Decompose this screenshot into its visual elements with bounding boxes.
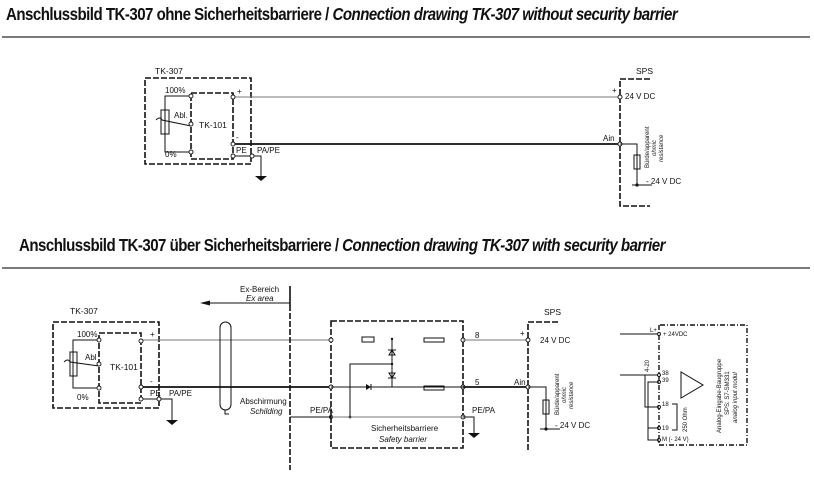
s1-minus-label: - [236, 133, 239, 142]
safety-barrier-housing [330, 320, 464, 449]
s1-sps-label: SPS [636, 66, 653, 76]
s1-pot-wiring [164, 95, 191, 153]
s2-burden-resistor [542, 399, 550, 415]
s2-pct-low: 0% [77, 393, 89, 402]
pin-m: M (- 24 V) [662, 437, 689, 443]
module-desc-2: SPS: S7-SM331 [725, 371, 731, 415]
s2-sps-plus: + [520, 329, 525, 338]
shield-label-de: Abschirmung [240, 397, 287, 406]
barrier-terminal-5: 5 [475, 378, 480, 387]
section1-title: Anschlussbild TK-307 ohne Sicherheitsbar… [6, 4, 678, 25]
s2-module-label: TK-101 [110, 362, 138, 372]
barrier-resistor-lower [423, 385, 445, 391]
s2-tk307-housing [52, 321, 160, 409]
barrier-diode-icon [366, 384, 371, 390]
pin-38a: 38 [662, 371, 669, 377]
s1-pe-wire [233, 155, 262, 176]
s1-sps-plus: + [612, 86, 617, 95]
pin-18: 18 [662, 402, 669, 408]
s1-burden-1: Bürde/apparent [645, 126, 651, 168]
s1-pot-wiper [155, 117, 192, 127]
s2-ain-label: Ain [514, 378, 526, 387]
s2-v-minus: - 24 V DC [555, 421, 590, 430]
wire-label: 4-20 [645, 359, 651, 372]
s2-potentiometer [69, 351, 78, 377]
module-desc-3: analog input modul [733, 372, 739, 423]
pin-38b: 39 [662, 378, 669, 384]
s1-tk307-housing [144, 77, 252, 165]
s2-ground-icon [166, 420, 178, 425]
s1-pe-label: PE [236, 146, 247, 155]
barrier-terminal-8: 8 [475, 331, 480, 340]
barrier-resistor-upper [423, 337, 445, 343]
s1-v-minus: - 24 V DC [646, 177, 681, 186]
section2-title: Anschlussbild TK-307 über Sicherheitsbar… [19, 235, 665, 256]
barrier-pe-left: PE/PA [310, 406, 334, 415]
s1-ground-icon [255, 176, 267, 181]
s2-wiper-label: Abl [85, 353, 97, 362]
s1-tk101-module [190, 92, 234, 160]
s1-ain-label: Ain [603, 134, 615, 143]
s2-burden-3: resistance [569, 381, 575, 409]
diagram-with-barrier: TK-307 TK-101 100% Abl 0% + - PE PA/PE A… [52, 285, 748, 470]
ex-area-en: Ex area [246, 294, 274, 303]
barrier-ground-bus [349, 363, 392, 417]
section1-divider [2, 36, 810, 38]
s2-sps-label: SPS [544, 307, 561, 317]
module-desc-1: Analog-Eingabe-Baugruppe [717, 358, 723, 433]
s1-wiper-label: Abl. [174, 111, 188, 120]
analog-input-module: L+ + 24VDC 38 39 18 19 M (- 24 V) 4-20 2… [620, 324, 748, 446]
ex-area-de: Ex-Bereich [240, 285, 279, 294]
s2-tk101-module [98, 332, 142, 404]
barrier-zener-lower-icon [388, 372, 396, 379]
s2-pot-wiper [63, 359, 100, 367]
pin-19: 19 [662, 426, 669, 432]
s2-burden-wire [528, 386, 547, 430]
pin-supply: + 24VDC [663, 332, 688, 338]
s2-burden-1: Bürde/apparent [555, 373, 561, 415]
s2-pape-label: PA/PE [169, 389, 192, 398]
analog-module-housing [658, 324, 748, 446]
shield-symbol [219, 321, 232, 411]
resistor-label: 250 Ohm [683, 407, 689, 432]
s1-potentiometer [160, 109, 170, 135]
diagram-without-barrier: TK-307 TK-101 100% Abl. 0% + - PE PA/PE … [144, 66, 681, 207]
s1-module-label: TK-101 [199, 120, 227, 130]
barrier-zener-upper-icon [388, 349, 396, 356]
s2-burden-2: ohmic [562, 387, 568, 403]
s1-v-plus: 24 V DC [625, 92, 655, 101]
section2-divider [2, 267, 810, 269]
s1-burden-3: resistance [659, 134, 665, 162]
ex-area-arrow-icon [200, 300, 210, 306]
s1-burden-resistor [633, 154, 641, 170]
section2-title-de: Anschlussbild TK-307 über Sicherheitsbar… [19, 235, 343, 255]
section1-title-en: Connection drawing TK-307 without securi… [332, 4, 678, 24]
barrier-fuse-upper-left [361, 336, 375, 343]
s2-pe-label: PE [150, 389, 161, 398]
s2-pe-wire [141, 398, 173, 420]
s2-plus-label: + [150, 330, 155, 339]
s1-pct-high: 100% [165, 86, 185, 95]
pin-l-plus: L+ [650, 328, 657, 334]
s1-burden-wire [620, 143, 638, 186]
section2-title-en: Connection drawing TK-307 with security … [342, 235, 665, 255]
s2-device-label: TK-307 [70, 306, 98, 316]
s1-pct-low: 0% [165, 150, 177, 159]
s2-sps-housing [527, 321, 558, 450]
barrier-pe-right: PE/PA [472, 406, 496, 415]
s1-plus-label: + [237, 87, 242, 96]
barrier-label-en: Safety barrier [379, 435, 427, 444]
section1-title-de: Anschlussbild TK-307 ohne Sicherheitsbar… [6, 4, 333, 24]
shield-label-en: Schilding [250, 407, 283, 416]
s1-device-label: TK-307 [155, 66, 183, 76]
s2-pct-high: 100% [77, 330, 97, 339]
barrier-label-de: Sicherheitsbarriere [371, 424, 439, 433]
s2-pot-wiring [72, 339, 99, 389]
s2-v-plus: 24 V DC [540, 336, 570, 345]
barrier-ground-icon [468, 433, 480, 438]
amplifier-icon [680, 371, 704, 399]
s1-pape-label: PA/PE [257, 146, 280, 155]
s2-minus-label: - [150, 377, 153, 386]
s1-burden-2: ohmic [652, 140, 658, 156]
